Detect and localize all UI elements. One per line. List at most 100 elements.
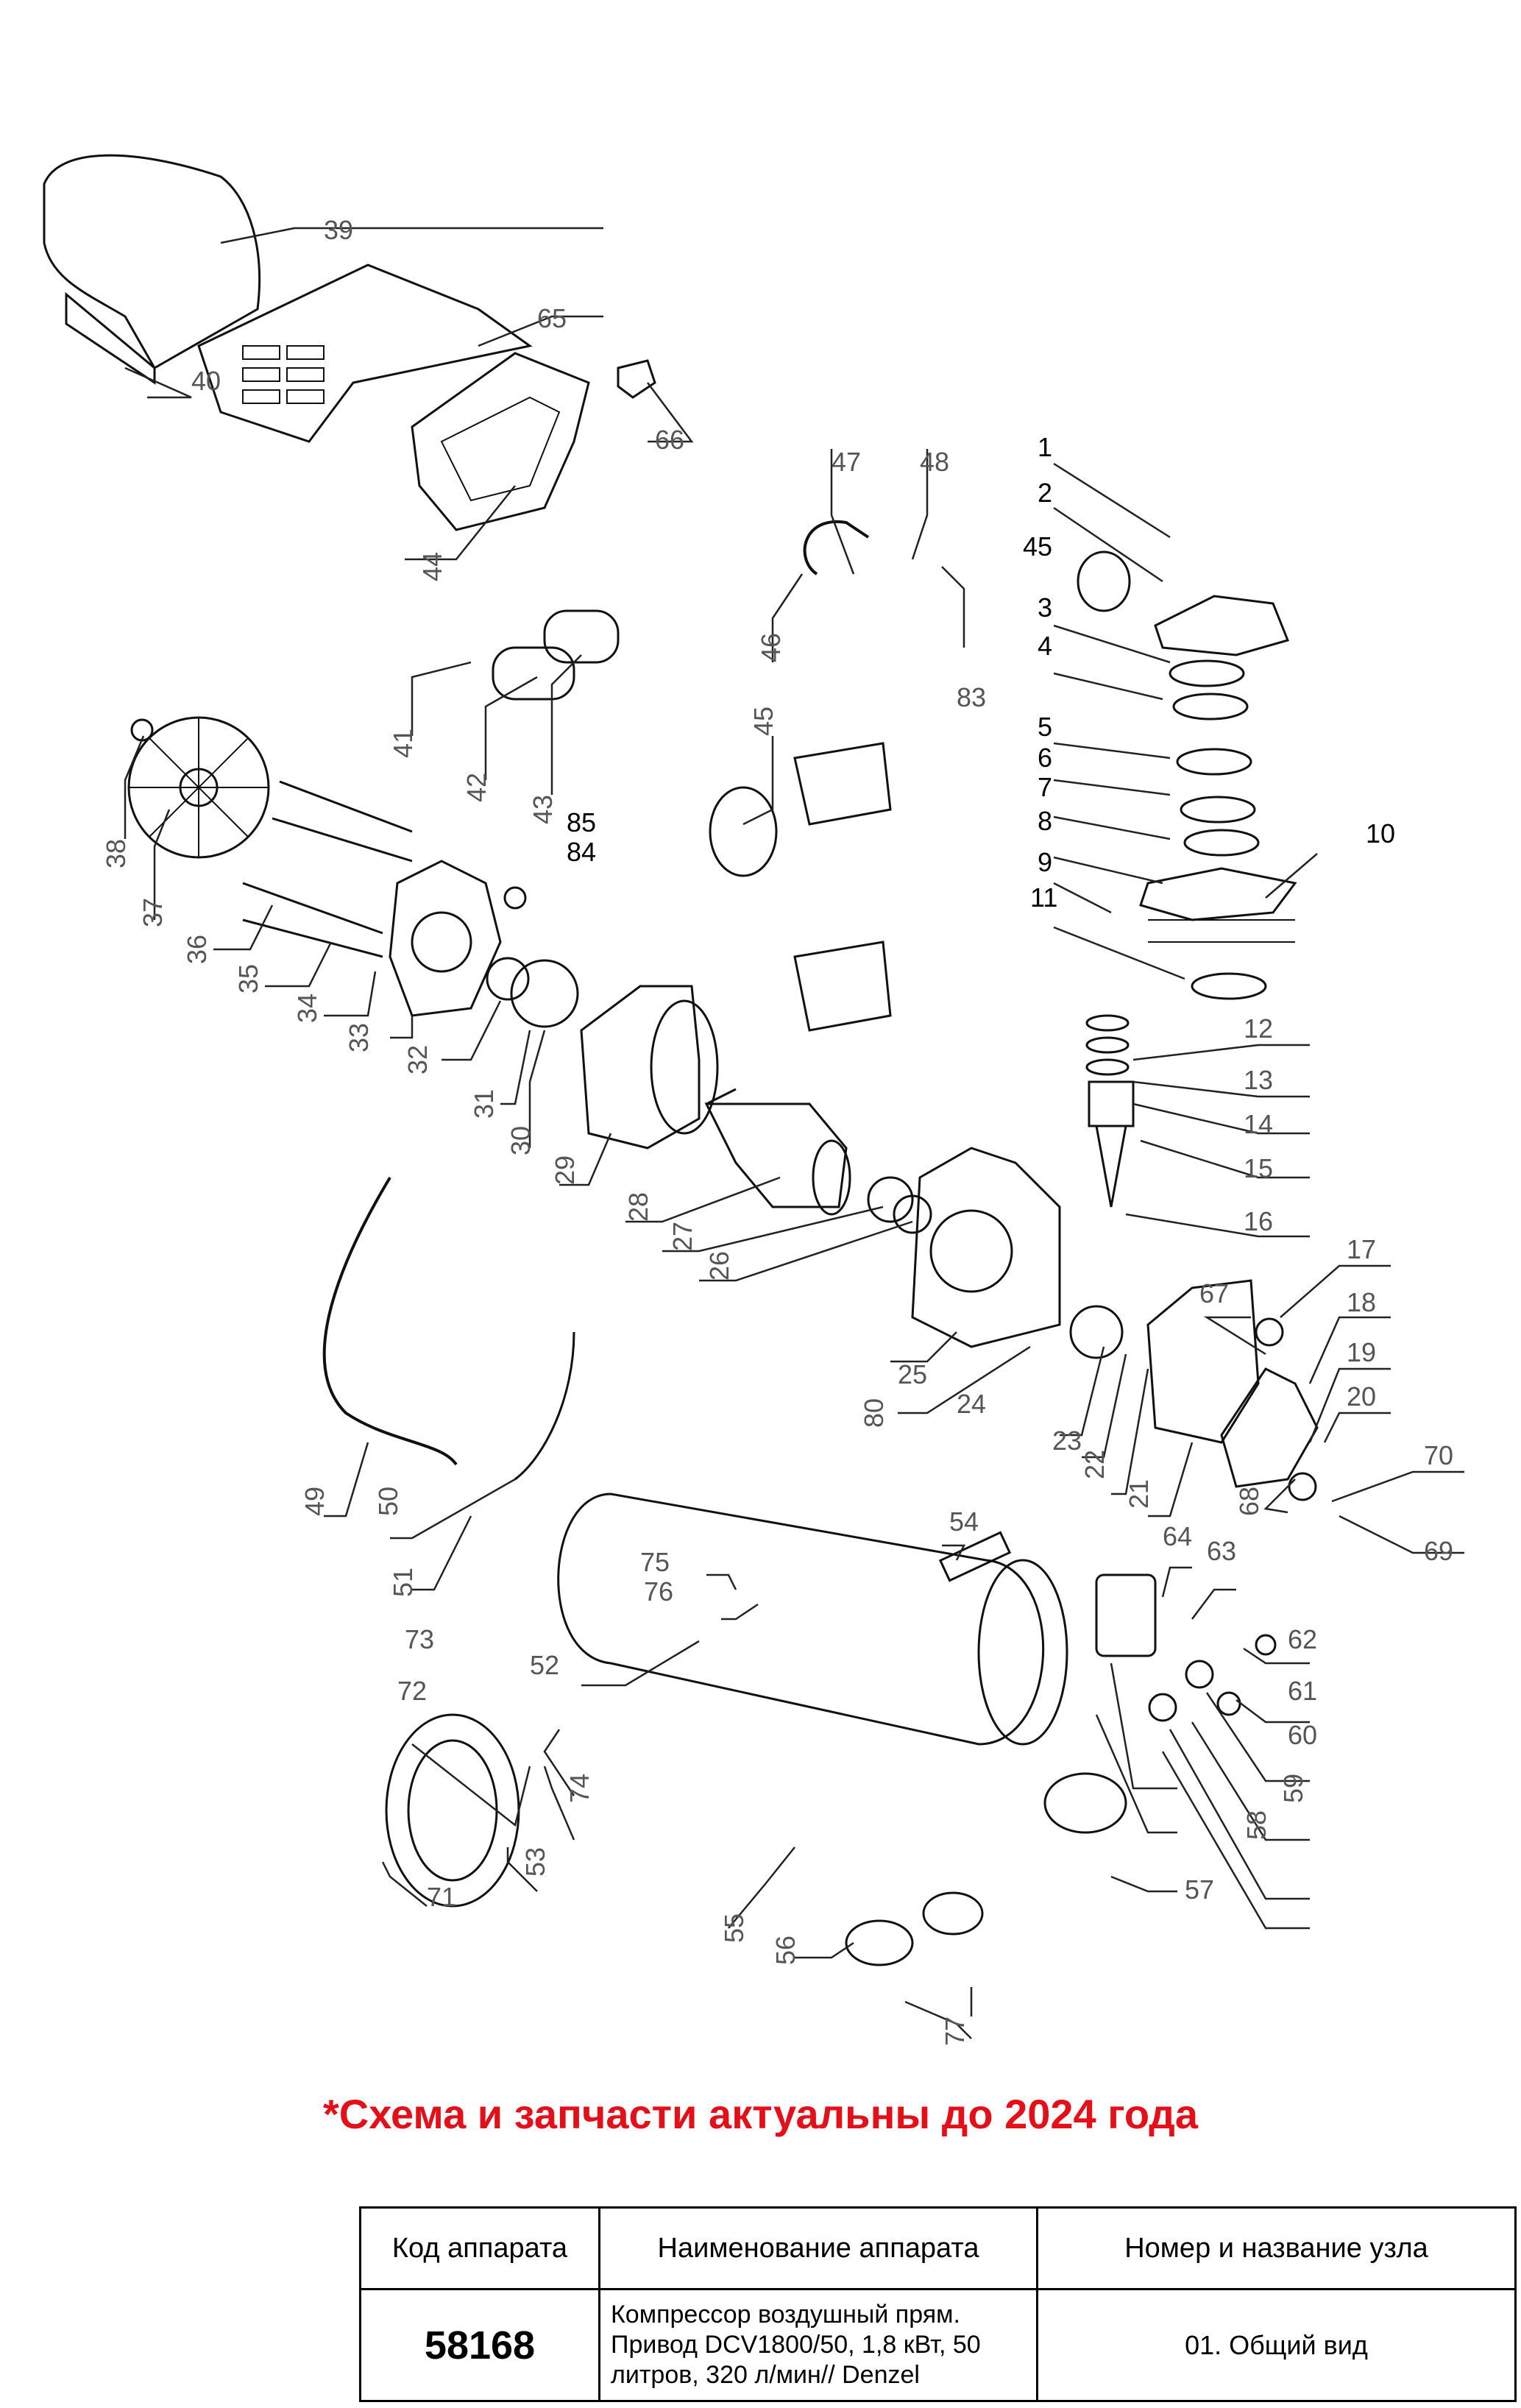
callout-16: 16 — [1244, 1206, 1273, 1236]
header-name: Наименование аппарата — [598, 2206, 1038, 2290]
part-32-bearing — [486, 957, 530, 1001]
callout-80: 80 — [859, 1398, 889, 1428]
callout-37: 37 — [138, 898, 168, 927]
part-21-gasket — [1146, 1279, 1260, 1444]
part-54-pipe — [938, 1531, 1012, 1582]
callout-32: 32 — [403, 1045, 433, 1074]
callout-2: 2 — [1038, 478, 1052, 508]
callout-10: 10 — [1366, 818, 1395, 849]
part-46-pipe — [803, 520, 870, 576]
callout-45b: 45 — [748, 707, 779, 736]
part-56-foot — [845, 1919, 914, 1966]
callout-9: 9 — [1038, 847, 1052, 877]
device-code: 58168 — [359, 2288, 600, 2402]
callout-49: 49 — [299, 1487, 330, 1516]
callout-59: 59 — [1278, 1774, 1308, 1803]
callout-24: 24 — [957, 1389, 986, 1419]
callout-3: 3 — [1038, 592, 1052, 623]
device-name: Компрессор воздушный прям. Привод DCV180… — [598, 2288, 1038, 2402]
part-52-tank — [557, 1492, 1044, 1746]
part-45-filter-right — [1077, 550, 1131, 612]
callout-51: 51 — [388, 1568, 418, 1597]
callout-56: 56 — [770, 1936, 801, 1965]
callout-76: 76 — [644, 1576, 673, 1607]
callout-48: 48 — [920, 447, 949, 477]
part-65-belt-guard — [197, 263, 533, 443]
part-cylinder — [793, 742, 892, 826]
part-28-rotor — [704, 1102, 848, 1208]
callout-5: 5 — [1038, 712, 1052, 742]
part-29-stator — [580, 985, 701, 1150]
part-44-back-guard — [411, 352, 590, 531]
callout-46: 46 — [756, 633, 786, 662]
callout-54: 54 — [949, 1506, 979, 1537]
callout-61: 61 — [1288, 1676, 1317, 1706]
callout-45: 45 — [1023, 531, 1052, 562]
callout-14: 14 — [1244, 1109, 1273, 1139]
callout-75: 75 — [640, 1547, 670, 1577]
callout-23: 23 — [1052, 1426, 1082, 1456]
callout-13: 13 — [1244, 1065, 1273, 1095]
callout-65: 65 — [537, 303, 567, 333]
callout-44: 44 — [417, 552, 447, 581]
part-24-crank — [1069, 1305, 1124, 1359]
callout-62: 62 — [1288, 1624, 1317, 1654]
callout-27: 27 — [667, 1222, 698, 1251]
callout-34: 34 — [292, 994, 322, 1023]
callout-19: 19 — [1347, 1337, 1376, 1367]
callout-4: 4 — [1038, 631, 1052, 661]
part-50-tube — [514, 1331, 575, 1481]
callout-29: 29 — [550, 1155, 580, 1185]
callout-52: 52 — [530, 1650, 559, 1680]
callout-43: 43 — [528, 795, 558, 824]
callout-18: 18 — [1347, 1287, 1376, 1317]
callout-38: 38 — [101, 839, 131, 868]
part-18-crankcase-cover — [1220, 1367, 1319, 1488]
callout-35: 35 — [233, 964, 263, 994]
callout-53: 53 — [520, 1847, 550, 1877]
callout-20: 20 — [1347, 1381, 1376, 1412]
callout-21: 21 — [1124, 1479, 1154, 1509]
part-16-connecting-rod — [1095, 1125, 1127, 1208]
part-39-housing-cover — [43, 154, 260, 370]
part-84-switch — [503, 886, 527, 910]
callout-85: 85 — [567, 807, 596, 838]
callout-41: 41 — [388, 729, 418, 758]
part-2-cylinder-head — [1154, 595, 1290, 656]
callout-39: 39 — [324, 215, 353, 245]
callout-40: 40 — [191, 366, 221, 396]
callout-15: 15 — [1244, 1153, 1273, 1183]
callout-63: 63 — [1207, 1536, 1236, 1566]
callout-68: 68 — [1234, 1487, 1264, 1516]
callout-33: 33 — [344, 1023, 374, 1052]
callout-25: 25 — [898, 1359, 927, 1389]
part-8-valve-plate — [1139, 867, 1297, 921]
header-node: Номер и название узла — [1036, 2206, 1517, 2290]
part-66-clip — [617, 359, 656, 399]
callout-57: 57 — [1185, 1874, 1214, 1905]
part-64-pressure-switch — [1095, 1573, 1157, 1657]
callout-8: 8 — [1038, 806, 1052, 836]
callout-70: 70 — [1424, 1440, 1453, 1470]
callout-11: 11 — [1030, 882, 1057, 913]
part-57-cable — [1043, 1772, 1127, 1834]
callout-84: 84 — [567, 837, 596, 867]
callout-50: 50 — [373, 1487, 403, 1516]
callout-58: 58 — [1241, 1810, 1272, 1840]
callout-42: 42 — [461, 773, 492, 802]
info-table: Код аппарата Наименование аппарата Номер… — [359, 2206, 1517, 2402]
callout-77: 77 — [940, 2016, 970, 2046]
part-31-brush-plate — [510, 959, 579, 1028]
callout-67: 67 — [1199, 1278, 1229, 1309]
callout-6: 6 — [1038, 743, 1052, 773]
part-49-hose — [322, 1176, 458, 1466]
part-33-end-shield — [389, 860, 502, 1017]
part-27-bearing — [867, 1176, 914, 1223]
callout-83: 83 — [957, 682, 986, 712]
node-name: 01. Общий вид — [1036, 2288, 1517, 2402]
callout-36: 36 — [182, 935, 212, 964]
callout-64: 64 — [1163, 1521, 1192, 1551]
callout-1: 1 — [1038, 432, 1052, 462]
part-45-filter — [709, 786, 778, 877]
